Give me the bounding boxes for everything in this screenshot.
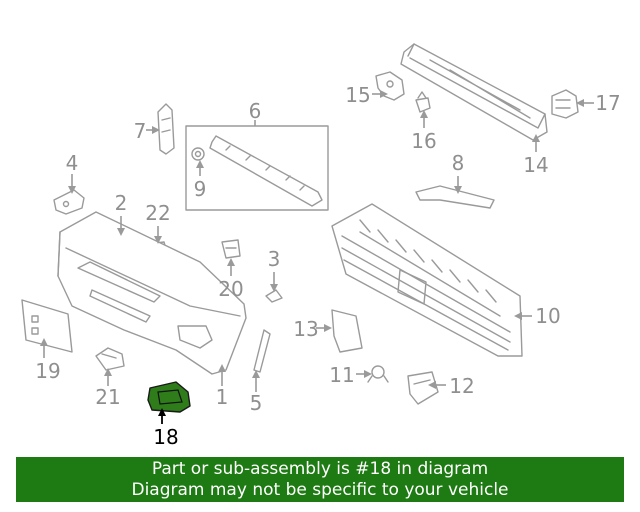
callout-1: 1: [216, 385, 229, 409]
callout-4: 4: [66, 151, 79, 175]
callout-labels: 1 2 3 4 5 6 7 8 9 10 11 12 13 14 15 16 1…: [35, 83, 620, 449]
part-10-grille: [331, 203, 523, 357]
callout-15: 15: [345, 83, 370, 107]
callout-8: 8: [452, 151, 465, 175]
part-9-clip: [191, 147, 205, 161]
callout-3: 3: [268, 247, 281, 271]
part-14-reinforcement-bar: [400, 43, 548, 141]
info-banner: Part or sub-assembly is #18 in diagram D…: [16, 457, 624, 502]
callout-5: 5: [250, 391, 263, 415]
callout-19: 19: [35, 359, 60, 383]
part-8-bracket: [415, 185, 495, 209]
callout-12: 12: [449, 374, 474, 398]
part-4-bracket: [53, 189, 85, 215]
part-12-bracket: [407, 371, 439, 405]
callout-2: 2: [115, 191, 128, 215]
callout-7: 7: [134, 119, 147, 143]
banner-line-2: Diagram may not be specific to your vehi…: [131, 480, 509, 500]
part-3-clip: [265, 289, 283, 303]
part-20-bracket: [221, 239, 241, 259]
callout-6: 6: [249, 99, 262, 123]
part-13-panel: [331, 309, 363, 353]
callout-13: 13: [293, 317, 318, 341]
callout-16: 16: [411, 129, 436, 153]
part-19-license-bracket: [21, 299, 73, 353]
callout-22: 22: [145, 201, 170, 225]
banner-line-1: Part or sub-assembly is #18 in diagram: [151, 459, 489, 479]
callout-20: 20: [218, 277, 243, 301]
part-7-bracket: [157, 103, 175, 155]
leader-lines: [40, 90, 594, 424]
callout-11: 11: [329, 363, 354, 387]
part-11-screw: [367, 365, 389, 383]
callout-14: 14: [523, 153, 548, 177]
callout-18: 18: [153, 425, 178, 449]
part-6-box: [185, 125, 329, 211]
callout-21: 21: [95, 385, 120, 409]
part-1-bumper-cover: [57, 211, 247, 375]
part-21-bracket: [95, 347, 125, 371]
callout-9: 9: [194, 177, 207, 201]
part-16-clip: [415, 91, 431, 113]
part-18-fog-lamp-bezel-highlighted: [147, 381, 191, 413]
part-5-strip: [253, 329, 271, 373]
callout-17: 17: [595, 91, 620, 115]
part-17-bracket: [551, 89, 579, 119]
callout-10: 10: [535, 304, 560, 328]
